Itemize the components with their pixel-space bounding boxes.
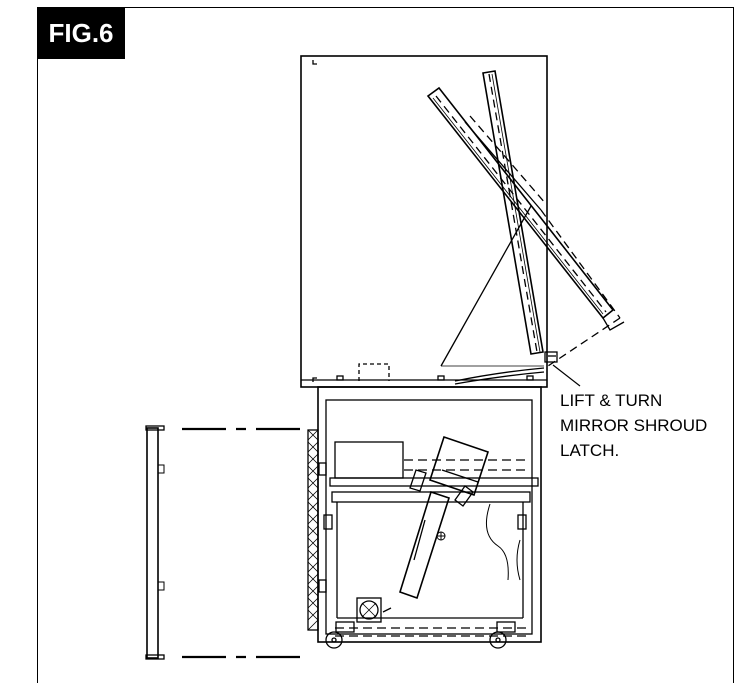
cooling-fan <box>356 597 392 623</box>
latch-leader-line <box>552 364 581 387</box>
mirror-shroud <box>440 115 621 385</box>
callout-line: LATCH. <box>560 441 620 460</box>
caster-left <box>325 621 355 649</box>
figure-label: FIG.6 <box>37 7 125 59</box>
upper-cabinet <box>300 55 548 388</box>
mirror-panel-vertical <box>482 70 544 355</box>
shroud-latch <box>544 351 558 363</box>
mirror-panel-tilted <box>426 86 625 331</box>
caster-right <box>489 621 516 649</box>
alignment-lines <box>182 427 305 659</box>
callout-line: LIFT & TURN <box>560 391 663 410</box>
lower-cabinet <box>307 386 542 643</box>
projector-assembly <box>399 435 490 600</box>
callout-line: MIRROR SHROUD <box>560 416 708 435</box>
removed-side-panel <box>145 425 165 660</box>
callout-text: LIFT & TURN MIRROR SHROUD LATCH. <box>560 388 707 463</box>
figure-frame <box>37 7 734 683</box>
